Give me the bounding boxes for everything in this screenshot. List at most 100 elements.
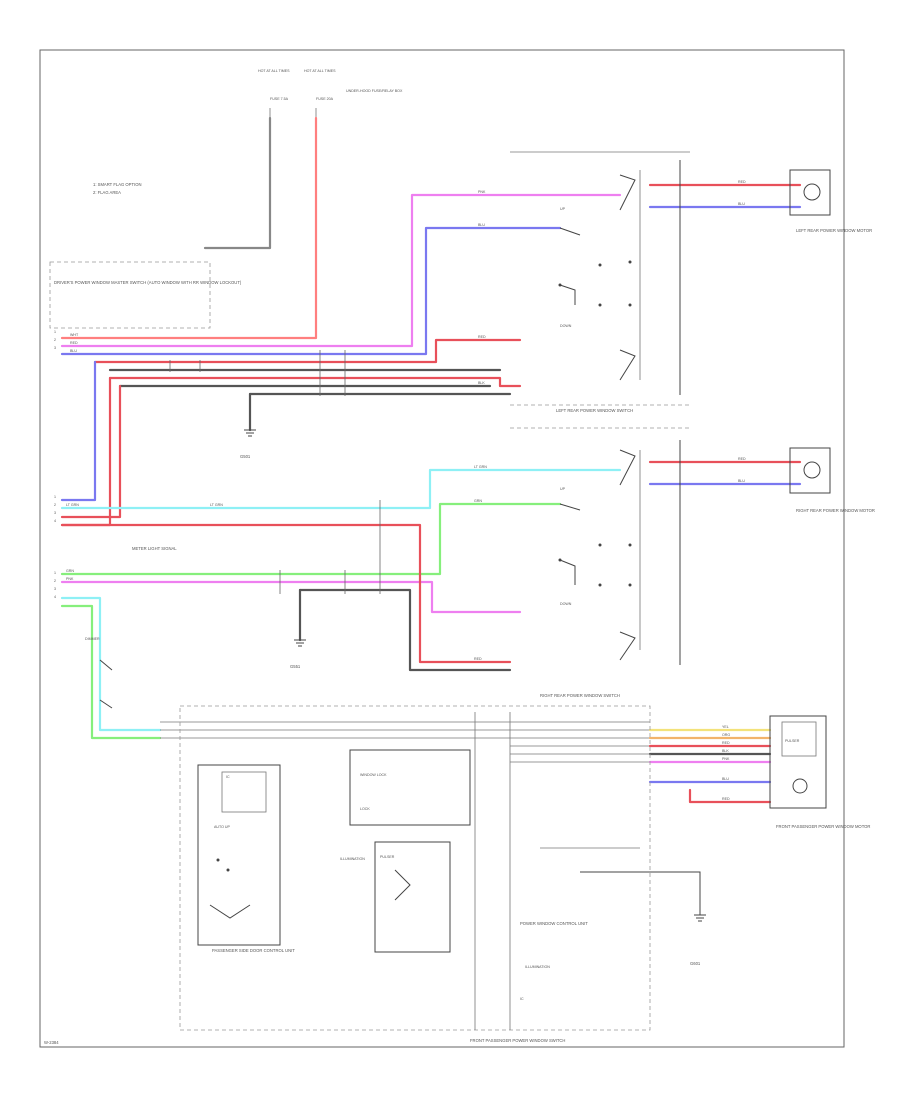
svg-text:FRONT PASSENGER POWER WINDOW M: FRONT PASSENGER POWER WINDOW MOTOR <box>776 824 870 829</box>
meter-light-label: METER LIGHT SIGNAL <box>132 546 177 551</box>
wire-power-red <box>60 116 318 340</box>
wire-rr-red <box>60 523 512 664</box>
legend: 1: SMART FLAG OPTION 2: FLAG AREA <box>93 182 141 195</box>
svg-text:LT GRN: LT GRN <box>210 503 223 507</box>
svg-text:ILLUMINATION: ILLUMINATION <box>340 857 365 861</box>
fuse-area: HOT AT ALL TIMES HOT AT ALL TIMES FUSE 7… <box>258 69 403 118</box>
svg-text:2: 2 <box>54 338 56 342</box>
svg-text:PNK: PNK <box>478 190 486 194</box>
ground-g551: G551 <box>290 639 306 669</box>
svg-text:LEFT REAR POWER WINDOW MOTOR: LEFT REAR POWER WINDOW MOTOR <box>796 228 872 233</box>
svg-text:RIGHT REAR POWER WINDOW MOTOR: RIGHT REAR POWER WINDOW MOTOR <box>796 508 875 513</box>
wire-red-drop-2 <box>60 384 122 519</box>
svg-text:POWER WINDOW CONTROL UNIT: POWER WINDOW CONTROL UNIT <box>520 921 588 926</box>
lr-switch: UP DOWN LEFT REAR POWER WINDOW SWITCH <box>510 151 690 413</box>
svg-text:2: 2 <box>54 579 56 583</box>
ground-g501: G501 <box>240 429 256 459</box>
svg-text:AUTO UP: AUTO UP <box>214 825 231 829</box>
svg-text:RED: RED <box>722 741 730 745</box>
svg-text:HOT AT ALL TIMES: HOT AT ALL TIMES <box>304 69 336 73</box>
svg-text:2: 2 <box>54 503 56 507</box>
wire-loop-green <box>60 604 162 740</box>
wire-rr-magenta <box>60 580 522 614</box>
svg-text:WINDOW LOCK: WINDOW LOCK <box>360 773 387 777</box>
svg-text:UP: UP <box>560 207 566 211</box>
svg-text:LOCK: LOCK <box>360 807 370 811</box>
svg-text:PASSENGER SIDE DOOR CONTROL UN: PASSENGER SIDE DOOR CONTROL UNIT <box>212 948 295 953</box>
svg-text:PULSER: PULSER <box>380 855 395 859</box>
wire-rr-green <box>438 502 562 508</box>
dimmer-switch: DIMMER <box>85 637 113 709</box>
wire-lr-pink-to-sw <box>93 338 522 364</box>
svg-text:WHT: WHT <box>70 333 79 337</box>
svg-text:UNDER-HOOD FUSE/RELAY BOX: UNDER-HOOD FUSE/RELAY BOX <box>346 89 403 93</box>
page-code: W-2384 <box>44 1040 59 1045</box>
rr-motor: RIGHT REAR POWER WINDOW MOTOR <box>789 447 875 513</box>
svg-text:FUSE 20A: FUSE 20A <box>316 97 334 101</box>
svg-text:RIGHT REAR POWER WINDOW SWITCH: RIGHT REAR POWER WINDOW SWITCH <box>540 693 620 698</box>
svg-text:RED: RED <box>478 335 486 339</box>
svg-text:DOWN: DOWN <box>560 324 572 328</box>
svg-text:UP: UP <box>560 487 566 491</box>
fp-bus <box>160 721 650 763</box>
svg-text:1: 1 <box>54 330 56 334</box>
svg-text:1: 1 <box>54 495 56 499</box>
connector-ticks <box>169 350 381 594</box>
ground-g601: G601 <box>690 914 706 966</box>
fp-switch-block: FRONT PASSENGER POWER WINDOW SWITCH IC A… <box>179 705 701 1043</box>
wire-lr-blue-low <box>60 360 97 502</box>
svg-text:BLK: BLK <box>478 381 485 385</box>
svg-text:G551: G551 <box>290 664 301 669</box>
svg-text:GRN: GRN <box>474 499 482 503</box>
wire-loop-cyan <box>60 596 162 732</box>
svg-text:RED: RED <box>70 341 78 345</box>
svg-text:RED: RED <box>474 657 482 661</box>
svg-text:GRN: GRN <box>66 569 74 573</box>
svg-text:BLU: BLU <box>70 349 77 353</box>
svg-text:YEL: YEL <box>722 725 729 729</box>
svg-text:ILLUMINATION: ILLUMINATION <box>525 965 550 969</box>
lr-motor: LEFT REAR POWER WINDOW MOTOR <box>789 169 872 233</box>
svg-text:IC: IC <box>520 997 524 1001</box>
svg-text:IC: IC <box>226 775 230 779</box>
wire-lr-red-2 <box>108 376 522 388</box>
svg-text:BLU: BLU <box>738 479 745 483</box>
svg-text:RED: RED <box>738 457 746 461</box>
svg-text:1: SMART FLAG OPTION: 1: SMART FLAG OPTION <box>93 182 141 187</box>
svg-text:DOWN: DOWN <box>560 602 572 606</box>
svg-text:G601: G601 <box>690 961 701 966</box>
svg-text:4: 4 <box>54 595 56 599</box>
svg-text:BLU: BLU <box>738 202 745 206</box>
rr-switch: UP DOWN RIGHT REAR POWER WINDOW SWITCH <box>510 427 690 698</box>
svg-text:DIMMER: DIMMER <box>85 637 100 641</box>
svg-text:4: 4 <box>54 519 56 523</box>
svg-text:3: 3 <box>54 587 56 591</box>
svg-text:FRONT PASSENGER POWER WINDOW S: FRONT PASSENGER POWER WINDOW SWITCH <box>470 1038 565 1043</box>
svg-text:LT GRN: LT GRN <box>474 465 487 469</box>
svg-text:HOT AT ALL TIMES: HOT AT ALL TIMES <box>258 69 290 73</box>
wire-lr-magenta <box>60 193 622 348</box>
svg-text:BLK: BLK <box>722 749 729 753</box>
wire-rr-green-main <box>60 504 442 576</box>
svg-text:BLU: BLU <box>722 777 729 781</box>
svg-text:PULSER: PULSER <box>785 739 800 743</box>
svg-text:PNK: PNK <box>722 757 730 761</box>
diagram-frame <box>39 49 845 1048</box>
svg-text:LT GRN: LT GRN <box>66 503 79 507</box>
svg-text:ORG: ORG <box>722 733 730 737</box>
fp-motor: PULSER FRONT PASSENGER POWER WINDOW MOTO… <box>769 715 870 829</box>
wire-lr-blue <box>60 226 562 356</box>
svg-text:BLU: BLU <box>478 223 485 227</box>
master-switch-block: DRIVER'S POWER WINDOW MASTER SWITCH (AUT… <box>49 261 242 599</box>
svg-text:DRIVER'S POWER WINDOW MASTER S: DRIVER'S POWER WINDOW MASTER SWITCH (AUT… <box>54 280 242 285</box>
svg-text:RED: RED <box>738 180 746 184</box>
wire-fp-red2 <box>688 788 772 804</box>
wire-rr-cyan <box>60 468 622 510</box>
svg-text:RED: RED <box>722 797 730 801</box>
svg-text:LEFT REAR POWER WINDOW SWITCH: LEFT REAR POWER WINDOW SWITCH <box>556 408 633 413</box>
svg-text:FUSE 7.5A: FUSE 7.5A <box>270 97 289 101</box>
wire-fuse-a <box>203 116 272 250</box>
svg-text:1: 1 <box>54 571 56 575</box>
svg-text:2: FLAG AREA: 2: FLAG AREA <box>93 190 121 195</box>
